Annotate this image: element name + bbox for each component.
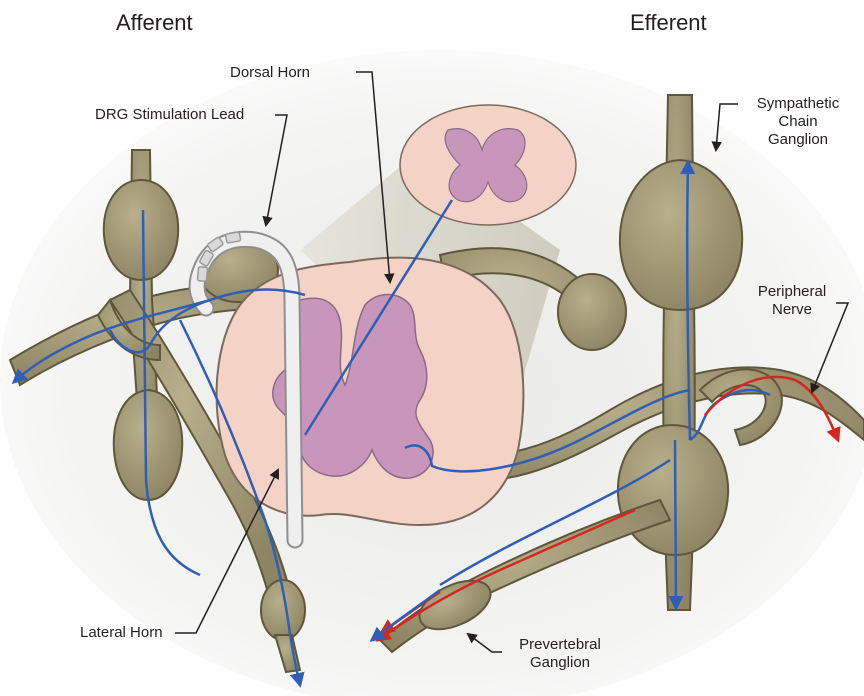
small-cord-section (400, 105, 576, 225)
drg-stimulation-lead-label: DRG Stimulation Lead (95, 106, 244, 124)
left-lower-ganglion (114, 390, 182, 500)
lateral-horn-label: Lateral Horn (80, 624, 163, 642)
right-lower-ganglion (618, 425, 728, 555)
prevertebral-label-line-2: Ganglion (505, 654, 615, 672)
prevertebral-ganglion-label: Prevertebral Ganglion (505, 636, 615, 672)
left-upper-ganglion (104, 180, 178, 280)
peripheral-label-line-1: Peripheral (750, 283, 834, 301)
right-ramus-ganglion (558, 274, 626, 350)
sympathetic-chain-ganglion-label: Sympathetic Chain Ganglion (744, 95, 852, 149)
sympathetic-label-line-1: Sympathetic (744, 95, 852, 113)
peripheral-label-line-2: Nerve (750, 301, 834, 319)
sympathetic-label-line-2: Chain (744, 113, 852, 131)
sympathetic-label-line-3: Ganglion (744, 131, 852, 149)
prevertebral-label-line-1: Prevertebral (505, 636, 615, 654)
spinal-cord-section (217, 258, 524, 525)
efferent-heading: Efferent (630, 10, 707, 36)
afferent-heading: Afferent (116, 10, 193, 36)
fiber-chain-down (675, 440, 676, 608)
dorsal-horn-label: Dorsal Horn (230, 64, 310, 82)
peripheral-nerve-label: Peripheral Nerve (750, 283, 834, 319)
